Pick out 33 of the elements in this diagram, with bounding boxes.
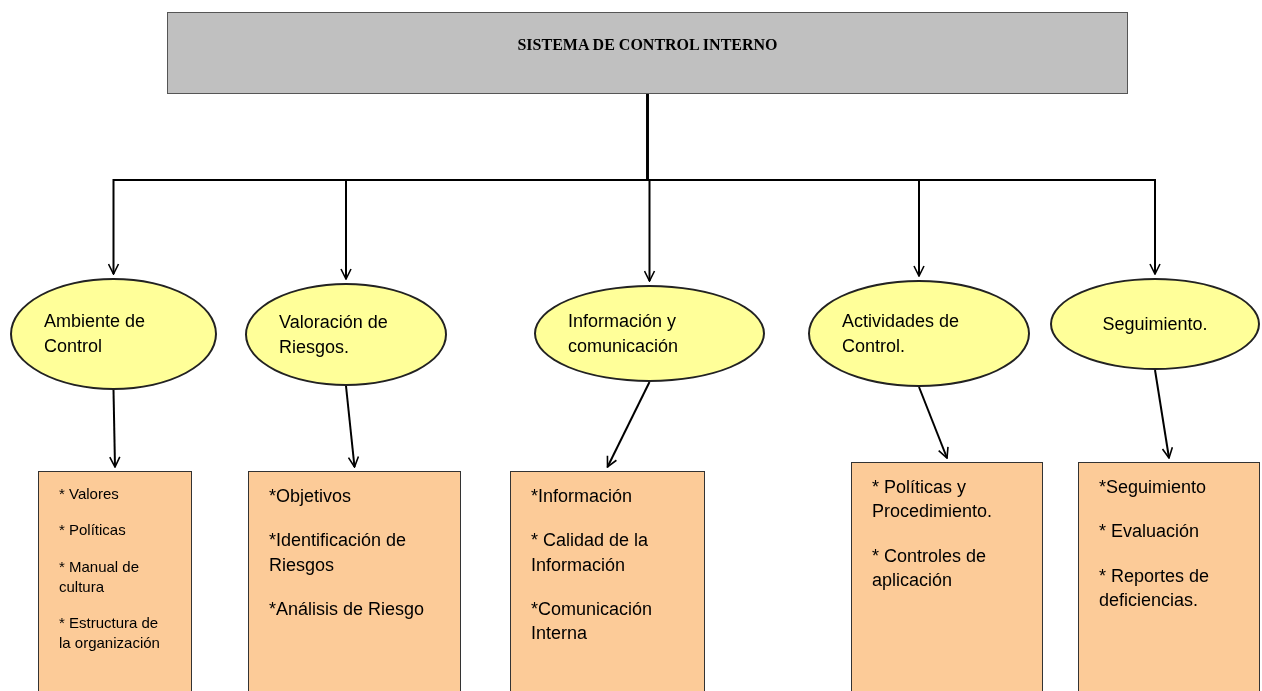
list-item: *Comunicación Interna [531,597,654,646]
component-label: Seguimiento. [1102,312,1208,336]
list-item: *Información [531,485,634,508]
element-list-box [510,471,705,691]
list-item: * Políticas [59,520,127,541]
list-item: * Evaluación [1099,520,1201,544]
list-item: * Controles de aplicación [872,544,988,592]
title-text: SISTEMA DE CONTROL INTERNO [517,35,778,55]
component-label: Valoración de Riesgos. [279,310,389,359]
arrow [918,386,949,459]
component-label: Ambiente de Control [44,310,147,358]
title-box [167,12,1128,94]
arrow [646,93,1161,275]
arrow [109,389,121,468]
component-label: Actividades de Control. [842,309,961,358]
list-item: *Seguimiento [1099,476,1208,499]
list-item: * Manual de cultura [59,556,141,597]
element-list-box [248,471,461,691]
list-item: * Valores [59,484,120,504]
list-item: * Políticas y Procedimiento. [872,476,994,524]
component-label: Información y comunicación [568,309,680,358]
list-item: *Identificación de Riesgos [269,529,408,577]
list-item: *Análisis de Riesgo [269,597,426,621]
arrow [345,385,360,468]
element-list-box [851,462,1043,691]
arrow [1154,369,1174,459]
element-list-box [38,471,192,691]
list-item: * Calidad de la Información [531,529,650,577]
element-list-box [1078,462,1260,691]
list-item: * Reportes de deficiencias. [1099,564,1211,612]
list-item: *Objetivos [269,485,353,508]
list-item: * Estructura de la organización [59,613,161,654]
arrow [606,381,651,468]
